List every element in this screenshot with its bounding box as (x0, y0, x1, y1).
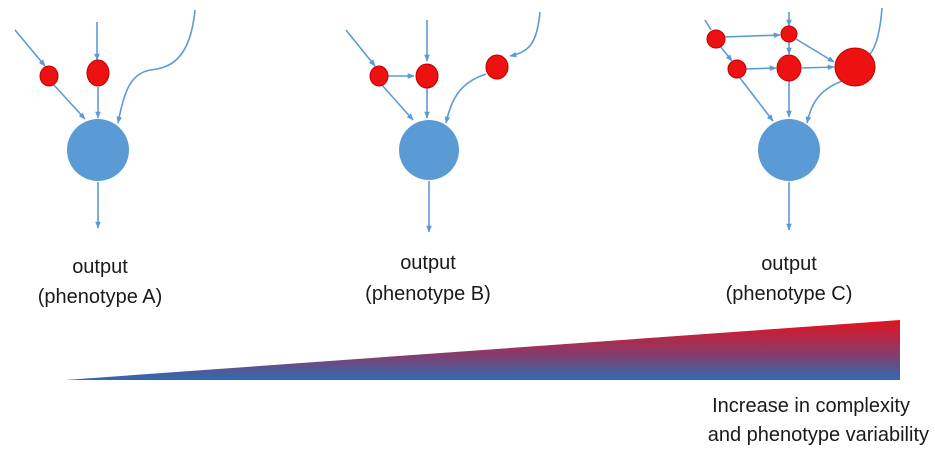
regulator-node (485, 54, 509, 80)
regulator-node (780, 25, 798, 43)
output-hub-node (399, 120, 459, 180)
panel-b: output (phenotype B) (345, 11, 541, 305)
output-hub-node (758, 119, 820, 181)
output-label: output (400, 252, 456, 274)
node-to-hub-edge (52, 83, 86, 120)
node-to-hub-edge (739, 77, 774, 122)
lateral-edge (744, 65, 777, 72)
lateral-edge (719, 45, 733, 62)
gradient-caption-line1: Increase in complexity (712, 395, 910, 417)
node-to-hub-edge (381, 84, 414, 121)
curved-node-to-hub-edge (805, 79, 846, 124)
phenotype-label: (phenotype A) (38, 286, 163, 308)
lateral-edge (801, 64, 835, 70)
regulator-node (776, 54, 802, 82)
output-hub-node (67, 119, 129, 181)
panel-a: output (phenotype A) (14, 9, 196, 308)
complexity-gradient-wedge (65, 320, 900, 380)
output-label: output (72, 256, 128, 278)
regulator-node (834, 47, 876, 87)
phenotype-label: (phenotype C) (726, 283, 853, 305)
panel-c: output (phenotype C) (704, 7, 883, 305)
lateral-edge (795, 38, 835, 63)
curved-node-to-hub-edge (444, 73, 487, 124)
regulator-node (86, 59, 110, 87)
lateral-edge (723, 32, 781, 39)
input-edge (704, 19, 712, 31)
regulator-node (369, 65, 389, 87)
regulator-node (39, 65, 59, 87)
phenotype-label: (phenotype B) (365, 283, 491, 305)
gradient-caption-line2: and phenotype variability (708, 424, 929, 446)
output-label: output (761, 253, 817, 275)
input-edge (345, 29, 376, 67)
regulator-node (415, 63, 439, 89)
regulator-node (727, 59, 747, 79)
curved-input-edge (869, 7, 883, 55)
regulator-node (706, 29, 726, 49)
curved-input-edge (116, 9, 196, 124)
input-edge (14, 29, 46, 67)
curved-input-edge (509, 11, 541, 58)
